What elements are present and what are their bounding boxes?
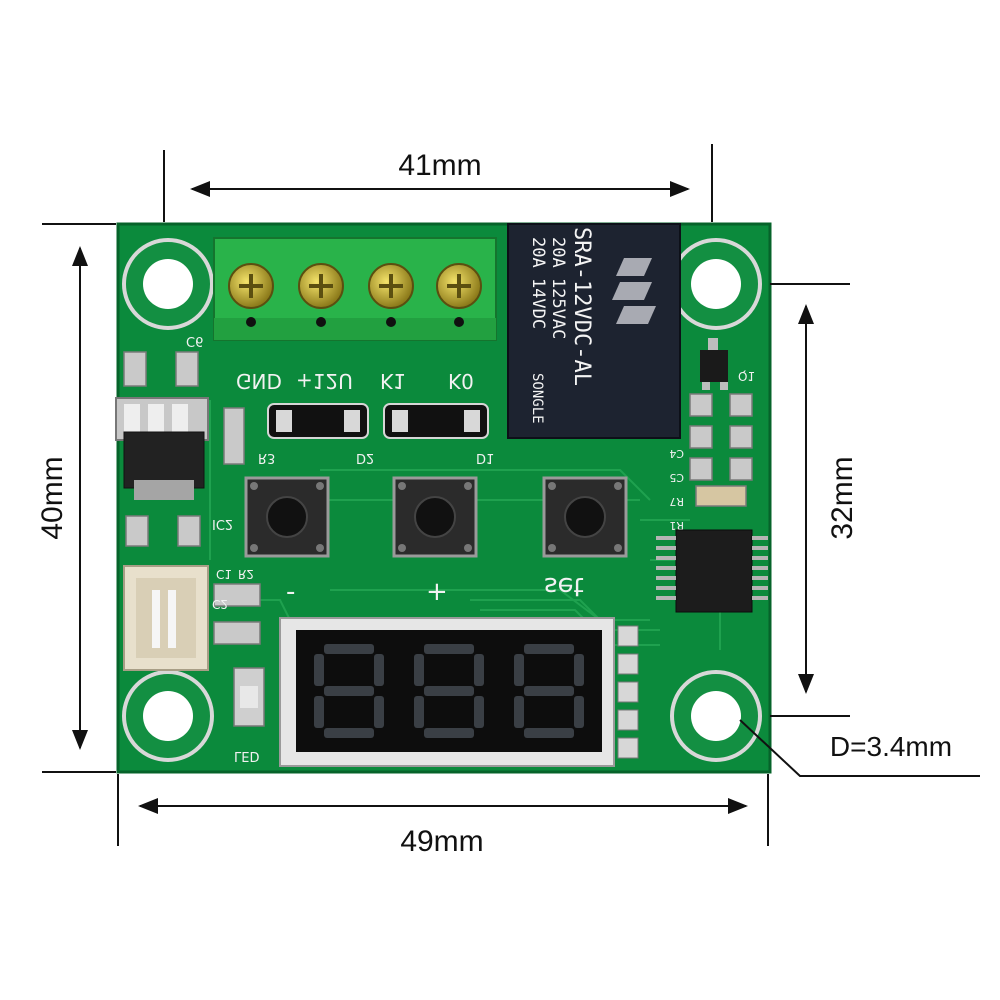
silk-label-q1: Q1 [738, 369, 755, 383]
dimension-hole-diameter: D=3.4mm [830, 731, 952, 762]
display-segment [424, 686, 474, 696]
terminal-block [213, 237, 497, 341]
silk-label-d1: D1 [476, 450, 494, 465]
terminal-label-k1: K1 [380, 369, 406, 393]
display-segment [514, 654, 524, 686]
display-segment [324, 728, 374, 738]
smd-components-left [123, 351, 261, 645]
sensor-connector [123, 565, 209, 671]
button-set[interactable] [542, 476, 628, 558]
relay-text-line1: 20A 14VDC [528, 237, 548, 329]
songle-logo-icon [612, 258, 656, 324]
dimension-right-height: 32mm [826, 456, 859, 539]
display-digit-2 [414, 644, 484, 738]
terminal-label-k0: K0 [448, 369, 474, 393]
terminal-screws [228, 263, 482, 309]
silk-label-c2: C2 [212, 597, 228, 611]
display-segment [524, 644, 574, 654]
button-label-plus: + [426, 577, 448, 607]
silk-label-d2: D2 [356, 450, 374, 465]
silk-label-ic2: IC2 [212, 516, 233, 531]
relay-text-line3: SRA-12VDC-AL [569, 227, 594, 386]
display-segment [574, 654, 584, 686]
display-segment [474, 654, 484, 686]
status-led [233, 667, 265, 727]
display-segment [374, 696, 384, 728]
terminal-label-gnd: GND [236, 369, 282, 393]
display-segment [424, 644, 474, 654]
voltage-regulator [115, 397, 209, 500]
display-digit-3 [514, 644, 584, 738]
silk-label-c4: C4 [669, 447, 684, 460]
silk-label-led: LED [234, 748, 259, 763]
microcontroller-chip [656, 529, 768, 613]
display-segment [514, 696, 524, 728]
dimension-top-width: 41mm [398, 149, 481, 182]
display-digit-1 [314, 644, 384, 738]
button-label-set: set [544, 571, 584, 601]
display-segment [374, 654, 384, 686]
silk-label-r1: R1 [669, 519, 684, 532]
mounting-hole-bottom-left [122, 670, 214, 762]
seven-segment-display [279, 617, 639, 767]
terminal-label-12v: +12U [296, 369, 353, 393]
button-minus[interactable] [244, 476, 330, 558]
smd-components-right [689, 393, 753, 507]
silk-label-c5: C5 [669, 471, 684, 484]
display-segment [324, 644, 374, 654]
silk-label-c1: C1 [216, 567, 232, 581]
silk-label-r7: R7 [669, 495, 684, 508]
display-segment [474, 696, 484, 728]
mounting-hole-top-left [122, 238, 214, 330]
terminal-labels: GND +12U K1 K0 [236, 369, 474, 393]
silk-label-c6: C6 [186, 333, 203, 348]
display-segment [314, 654, 324, 686]
diode-d2 [267, 403, 369, 439]
display-segment [314, 696, 324, 728]
relay: 20A 14VDC 20A 125VAC SRA-12VDC-AL SONGLE [507, 223, 681, 439]
relay-text-line2: 20A 125VAC [548, 237, 568, 339]
mounting-hole-bottom-right [670, 670, 762, 762]
dimension-bottom-width: 49mm [400, 825, 483, 858]
diode-d1 [383, 403, 489, 439]
transistor-q1 [700, 338, 728, 390]
button-label-minus: - [286, 577, 295, 607]
mounting-hole-top-right [670, 238, 762, 330]
display-segment [414, 654, 424, 686]
display-digits [314, 644, 584, 738]
silk-label-r3: R3 [258, 450, 275, 465]
display-segment [574, 696, 584, 728]
dimension-left-height: 40mm [36, 456, 69, 539]
display-segment [414, 696, 424, 728]
relay-brand: SONGLE [529, 373, 545, 424]
display-segment [524, 686, 574, 696]
dimension-lines [42, 144, 980, 846]
display-segment [524, 728, 574, 738]
silk-label-r2: R2 [238, 567, 254, 581]
display-pins [617, 625, 639, 759]
display-segment [424, 728, 474, 738]
display-segment [324, 686, 374, 696]
button-plus[interactable] [392, 476, 478, 558]
